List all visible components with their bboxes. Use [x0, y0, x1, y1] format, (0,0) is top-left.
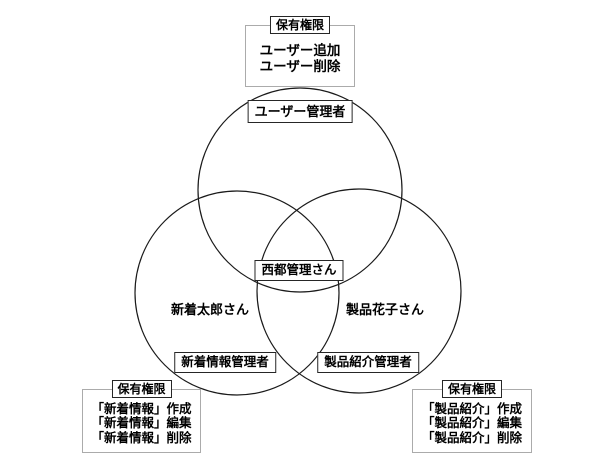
member-label-right: 製品花子さん — [345, 302, 425, 317]
circle-user-admin — [197, 87, 403, 293]
role-label-user-admin: ユーザー管理者 — [247, 100, 353, 123]
permission-line: 「製品紹介」編集 — [421, 416, 522, 431]
permissions-panel-user: 保有権限 ユーザー追加 ユーザー削除 — [245, 16, 355, 87]
permission-line: 「新着情報」編集 — [91, 416, 192, 431]
permissions-lines-user: ユーザー追加 ユーザー削除 — [246, 26, 354, 86]
permissions-lines-product: 「製品紹介」作成 「製品紹介」編集 「製品紹介」削除 — [413, 390, 531, 452]
permissions-legend-user: 保有権限 — [269, 16, 331, 34]
role-label-news-admin: 新着情報管理者 — [174, 352, 276, 373]
permission-line: ユーザー追加 — [259, 42, 341, 58]
member-label-left: 新着太郎さん — [170, 302, 250, 317]
circle-news-admin — [134, 190, 340, 396]
member-label-center: 西都管理さん — [254, 260, 344, 281]
permissions-panel-news: 保有権限 「新着情報」作成 「新着情報」編集 「新着情報」削除 — [82, 380, 201, 453]
circle-product-admin — [256, 188, 462, 394]
permissions-panel-product: 保有権限 「製品紹介」作成 「製品紹介」編集 「製品紹介」削除 — [412, 380, 532, 453]
permission-line: 「製品紹介」削除 — [421, 430, 522, 445]
permission-line: 「製品紹介」作成 — [421, 401, 522, 416]
permissions-lines-news: 「新着情報」作成 「新着情報」編集 「新着情報」削除 — [83, 390, 200, 452]
permissions-legend-news: 保有権限 — [111, 380, 172, 398]
role-label-product-admin: 製品紹介管理者 — [317, 352, 419, 373]
permission-line: ユーザー削除 — [259, 58, 341, 74]
permission-line: 「新着情報」削除 — [91, 430, 192, 445]
permissions-legend-product: 保有権限 — [441, 380, 503, 398]
permission-line: 「新着情報」作成 — [91, 401, 192, 416]
